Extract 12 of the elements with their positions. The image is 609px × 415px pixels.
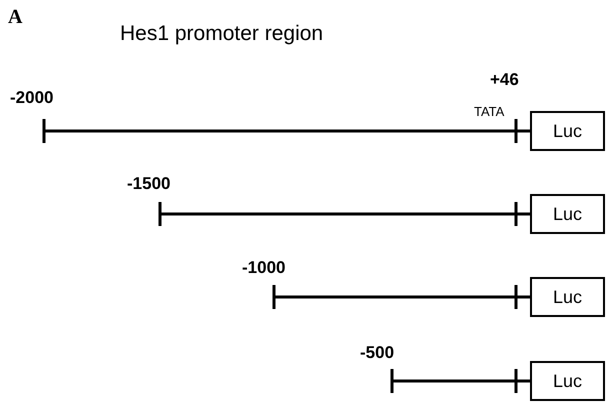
- reporter-box: Luc: [530, 194, 605, 234]
- position-label: +46: [490, 70, 519, 90]
- position-label: -1000: [242, 258, 286, 278]
- reporter-box: Luc: [530, 277, 605, 317]
- diagram-title: Hes1 promoter region: [120, 22, 324, 46]
- panel-letter: A: [8, 6, 22, 29]
- reporter-box: Luc: [530, 111, 605, 151]
- position-label: -500: [360, 343, 394, 363]
- box-label: TATA: [474, 104, 504, 119]
- reporter-box: Luc: [530, 361, 605, 401]
- position-label: -2000: [10, 88, 54, 108]
- position-label: -1500: [127, 174, 170, 194]
